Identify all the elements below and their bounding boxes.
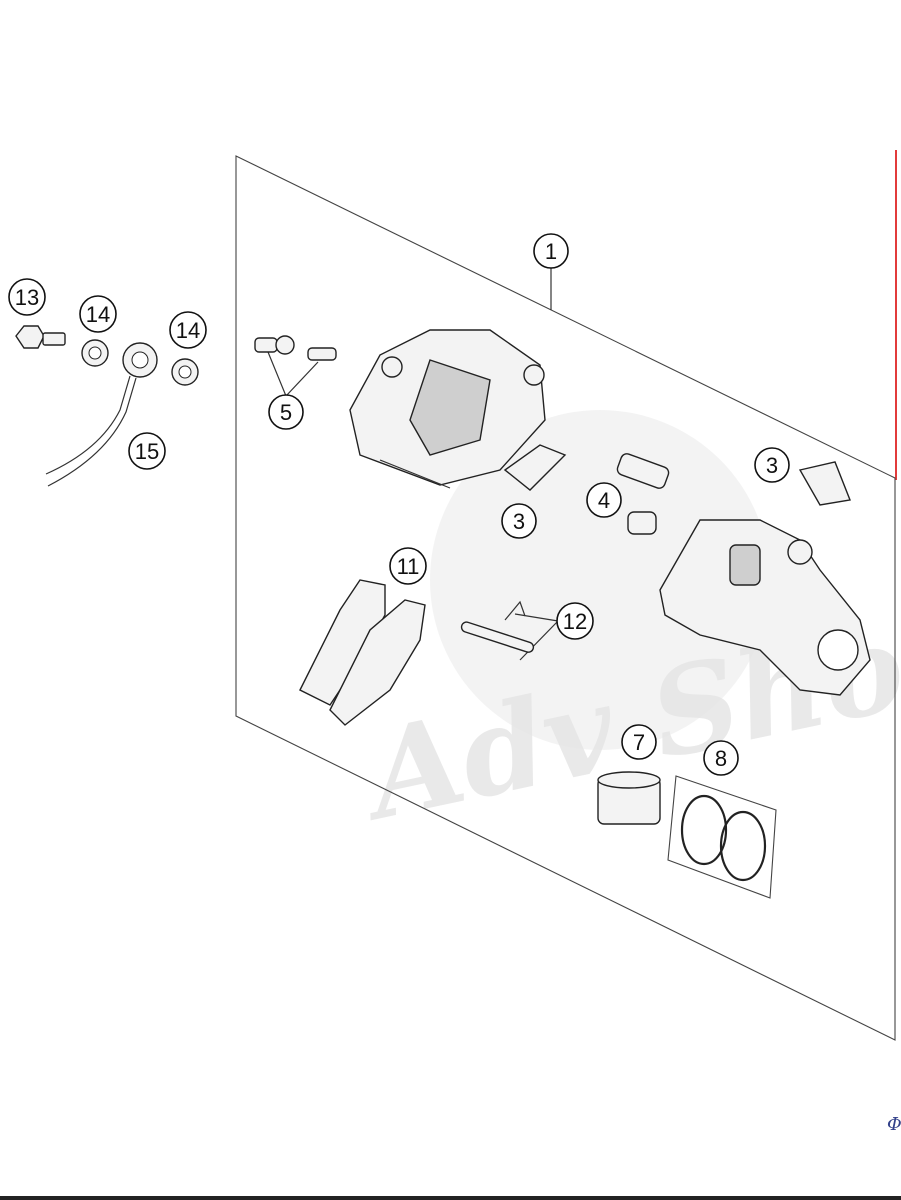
sealing-washer-left: [81, 339, 109, 367]
sealing-washer-right: [171, 358, 199, 386]
caliper-body: [349, 329, 546, 489]
corner-mark: Φ: [887, 1114, 901, 1135]
callout-8: 8: [703, 740, 739, 776]
svg-text:5: 5: [280, 400, 292, 425]
caliper-bracket: [659, 519, 871, 696]
callout-14-right: 14: [169, 311, 207, 349]
bleeder-screw-set: [254, 335, 337, 361]
pad-spring-right: [798, 461, 851, 506]
callout-12: 12: [556, 602, 594, 640]
svg-text:13: 13: [15, 285, 39, 310]
pad-pin: [460, 600, 535, 653]
callout-4: 4: [586, 482, 622, 518]
banjo-bolt: [15, 325, 66, 349]
leader-lines: [267, 268, 559, 661]
callout-5: 5: [268, 394, 304, 430]
caliper-piston: [597, 771, 661, 825]
svg-text:14: 14: [86, 302, 110, 327]
pad-spring-center: [503, 444, 567, 491]
callout-11: 11: [389, 547, 427, 585]
slide-pin-set: [616, 453, 670, 535]
seal-kit: [667, 775, 777, 899]
callout-3-center: 3: [501, 503, 537, 539]
svg-text:8: 8: [715, 746, 727, 771]
callout-3-right: 3: [754, 447, 790, 483]
svg-text:15: 15: [135, 439, 159, 464]
callout-15: 15: [128, 432, 166, 470]
svg-text:11: 11: [397, 554, 420, 579]
brake-line: [45, 342, 158, 487]
assembly-frame: [235, 155, 896, 1041]
svg-text:7: 7: [633, 730, 645, 755]
svg-text:12: 12: [563, 609, 587, 634]
svg-text:1: 1: [545, 239, 557, 264]
callout-7: 7: [621, 724, 657, 760]
brake-pad-set: [299, 579, 426, 726]
svg-text:4: 4: [598, 488, 610, 513]
svg-text:3: 3: [766, 453, 778, 478]
svg-text:14: 14: [176, 318, 200, 343]
svg-text:3: 3: [513, 509, 525, 534]
callout-13: 13: [8, 278, 46, 316]
callout-14-left: 14: [79, 295, 117, 333]
bottom-border: [0, 1196, 901, 1200]
callout-1: 1: [533, 233, 569, 269]
page-edge-marker: [895, 150, 897, 480]
